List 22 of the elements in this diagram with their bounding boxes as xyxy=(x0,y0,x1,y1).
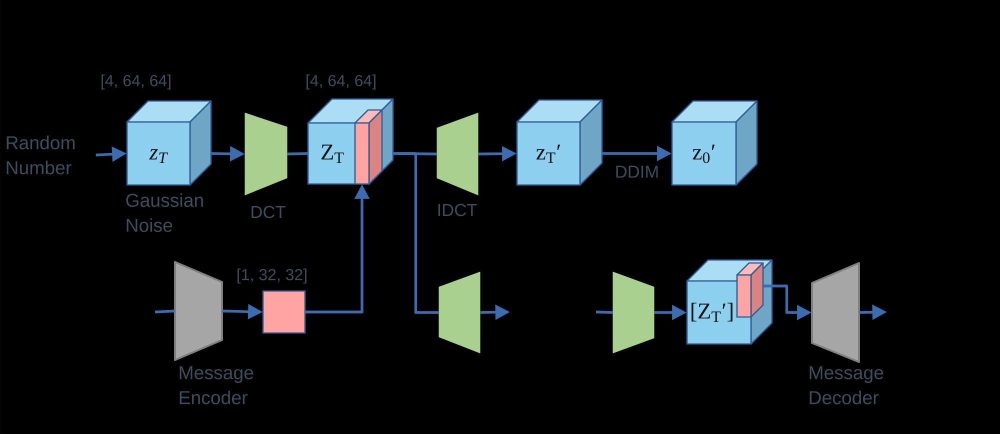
edge-label: DDIM xyxy=(616,166,658,178)
block-caption: DCT xyxy=(252,206,286,218)
trapezoid-block xyxy=(612,272,654,354)
connector-line xyxy=(393,152,439,314)
connector-line xyxy=(154,310,175,314)
trapezoid-block xyxy=(438,272,480,354)
cube: z$_{0}$′ xyxy=(671,100,758,186)
input-label: Random Number xyxy=(6,136,75,174)
cube: z$_{T}$′ xyxy=(516,99,603,186)
block-caption: Message Decoder xyxy=(810,366,884,404)
connector-line xyxy=(393,152,437,156)
block-caption: Message Encoder xyxy=(180,366,254,404)
slab xyxy=(736,262,764,318)
shape-label: [1, 32, 32] xyxy=(238,268,306,284)
shape-label: [4, 64, 64] xyxy=(102,74,170,90)
connector-line xyxy=(287,152,308,156)
slab xyxy=(354,109,383,185)
connector-line xyxy=(596,310,613,314)
shape-label: [4, 64, 64] xyxy=(306,74,376,90)
block-caption: IDCT xyxy=(438,204,477,216)
cube: z$_{T}$ xyxy=(126,100,212,186)
cube-caption: Gaussian Noise xyxy=(126,193,203,232)
